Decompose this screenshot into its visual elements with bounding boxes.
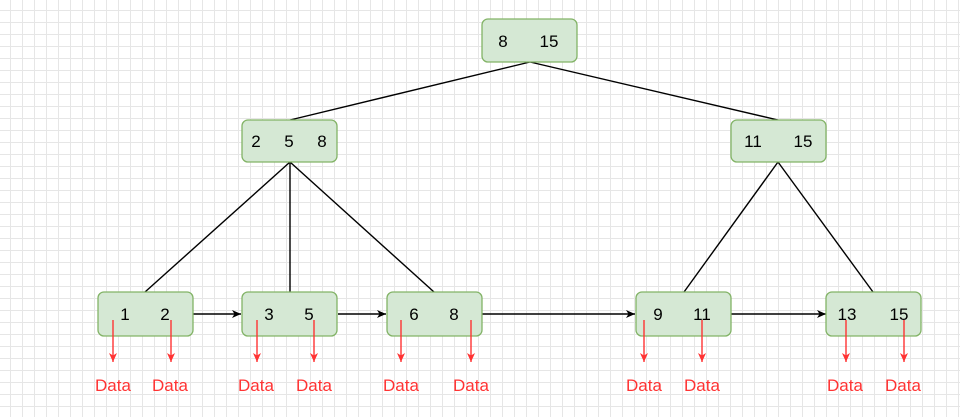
node-key: 5 [284,132,293,151]
data-labels: Data Data Data Data Data Data Data Data … [95,376,921,395]
data-label: Data [383,376,419,395]
data-pointers [109,320,908,362]
node-key: 15 [540,32,559,51]
data-label: Data [827,376,863,395]
node-key: 5 [304,305,313,324]
edge-root-to-internal-left [289,61,531,121]
root-node: 8 15 [481,18,578,63]
node-key: 6 [409,305,418,324]
internal-node-left: 2 5 8 [241,119,338,163]
node-key: 15 [794,132,813,151]
node-key: 15 [890,305,909,324]
data-label: Data [626,376,662,395]
data-label: Data [885,376,921,395]
data-label: Data [296,376,332,395]
node-key: 2 [160,305,169,324]
node-key: 11 [693,305,711,324]
data-label: Data [684,376,720,395]
node-key: 3 [264,305,273,324]
tree-edges [144,61,874,293]
leaf-node-5: 13 15 [825,291,922,337]
edge-root-to-internal-right [529,61,779,121]
node-key: 8 [498,32,507,51]
node-key: 13 [838,305,857,324]
leaf-node-2: 3 5 [241,291,338,337]
data-label: Data [152,376,188,395]
data-label: Data [453,376,489,395]
node-key: 8 [317,132,326,151]
leaf-node-3: 6 8 [386,291,483,337]
edge-internal-right-to-leaf-5 [777,161,874,293]
node-key: 1 [120,305,129,324]
node-key: 8 [449,305,458,324]
data-label: Data [95,376,131,395]
node-key: 9 [653,305,662,324]
edge-internal-right-to-leaf-4 [683,161,779,293]
edge-internal-left-to-leaf-3 [289,161,435,293]
node-key: 11 [744,132,762,151]
leaf-node-1: 1 2 [97,291,194,337]
internal-node-right: 11 15 [730,119,827,163]
node-key: 2 [251,132,260,151]
data-label: Data [238,376,274,395]
leaf-node-4: 9 11 [635,291,732,337]
edge-internal-left-to-leaf-1 [144,161,291,293]
